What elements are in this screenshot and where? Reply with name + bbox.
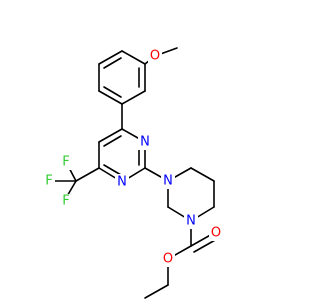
f3-bg xyxy=(60,194,72,209)
bond-aryl-3 xyxy=(98,90,123,105)
fluorine-label-2: F xyxy=(45,174,52,189)
carbonyl-o-bg xyxy=(209,225,223,241)
bond-pyr-c4-c5 xyxy=(98,128,123,143)
piperazine-nitrogen-label-1: N xyxy=(163,174,173,189)
piperazine-nitrogen-label-4: N xyxy=(186,214,196,229)
methoxy-o-bg xyxy=(148,48,162,64)
bond-carbonyl-o-2 xyxy=(193,238,218,253)
fluorine-label-3: F xyxy=(62,194,69,209)
bond-pyr-cf3 xyxy=(75,167,100,182)
bond-pyr-c4-c5-inner xyxy=(103,135,122,147)
f1-bg xyxy=(60,155,72,170)
carbonyl-oxygen-label: O xyxy=(211,226,221,241)
pyr-n1-bg xyxy=(115,174,129,190)
fluorine-label-1: F xyxy=(62,155,69,170)
bond-aryl-6 xyxy=(121,50,146,65)
ester-oxygen-label: O xyxy=(163,252,173,267)
bond-aryl-5-inner xyxy=(103,57,122,69)
bond-pip-2 xyxy=(190,167,215,182)
ester-o-bg xyxy=(161,251,175,267)
bond-aryl-5 xyxy=(98,50,123,65)
pyrimidine-nitrogen-label-3: N xyxy=(140,135,150,150)
pip-n4-bg xyxy=(184,213,198,229)
f2-bg xyxy=(43,174,55,189)
atom-label-layer: O F F F N N N N O O xyxy=(43,48,223,267)
bond-layer xyxy=(54,47,218,299)
molecule-structure-diagram: O F F F N N N N O O xyxy=(43,47,223,299)
bond-pyr-c6-n1-inner xyxy=(103,164,122,176)
methoxy-oxygen-label: O xyxy=(150,49,160,64)
pyrimidine-nitrogen-label-1: N xyxy=(117,175,127,190)
pyr-n3-bg xyxy=(138,134,152,150)
pip-n1-bg xyxy=(161,173,175,189)
bond-ch2-ch3 xyxy=(144,284,169,299)
bond-aryl-3-inner xyxy=(103,86,122,98)
bond-aryl-2 xyxy=(121,90,146,105)
